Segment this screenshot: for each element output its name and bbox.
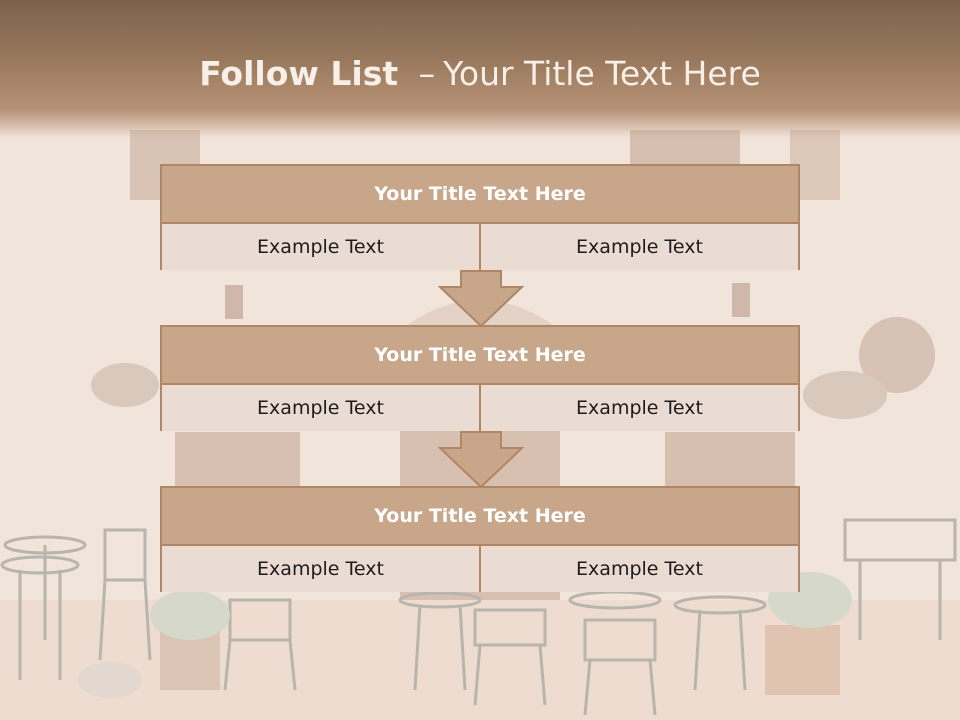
step-row: Example Text Example Text (162, 546, 798, 592)
step-left-text: Example Text (257, 236, 384, 258)
down-arrow-icon (438, 270, 524, 328)
step-box-3: Your Title Text Here Example Text Exampl… (160, 486, 800, 592)
step-left-text: Example Text (257, 558, 384, 580)
step-box-1: Your Title Text Here Example Text Exampl… (160, 164, 800, 270)
slide-title: Follow List –Your Title Text Here (0, 54, 960, 93)
slide-title-rest: Your Title Text Here (443, 54, 761, 93)
step-title: Your Title Text Here (162, 488, 798, 546)
slide-title-dash: – (418, 54, 436, 93)
header-band (0, 0, 960, 138)
step-right-text: Example Text (479, 385, 798, 431)
step-box-2: Your Title Text Here Example Text Exampl… (160, 325, 800, 431)
step-left-text: Example Text (257, 397, 384, 419)
step-title: Your Title Text Here (162, 166, 798, 224)
step-right-text: Example Text (479, 546, 798, 592)
step-title: Your Title Text Here (162, 327, 798, 385)
step-row: Example Text Example Text (162, 224, 798, 270)
step-row: Example Text Example Text (162, 385, 798, 431)
down-arrow-icon (438, 431, 524, 489)
step-right-text: Example Text (479, 224, 798, 270)
slide-title-bold: Follow List (199, 54, 399, 93)
